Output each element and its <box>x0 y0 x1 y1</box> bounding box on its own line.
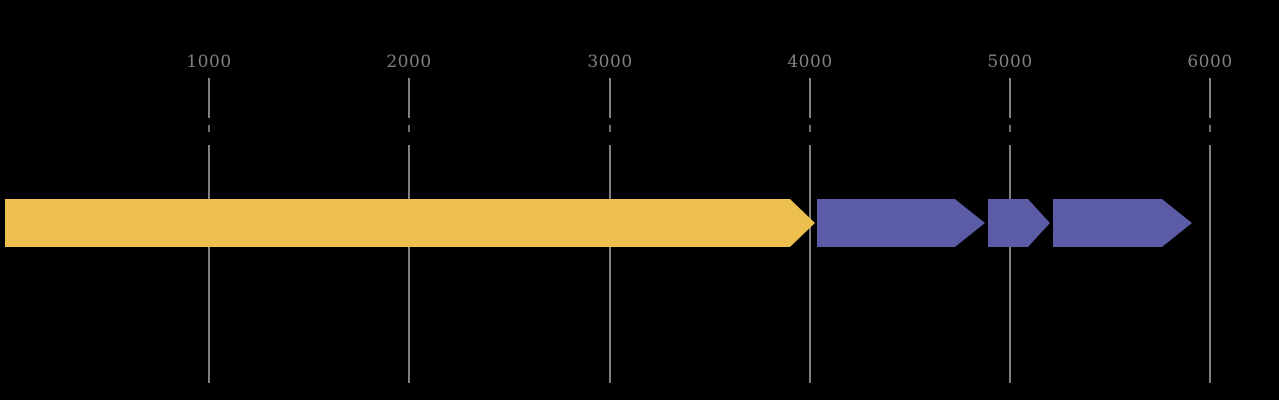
axis-tick-label: 5000 <box>987 52 1033 72</box>
axis-tick-label: 6000 <box>1187 52 1233 72</box>
axis-tick-label: 1000 <box>186 52 232 72</box>
feature-arrow[interactable] <box>817 199 985 247</box>
axis-gridline <box>408 78 410 118</box>
feature-arrow[interactable] <box>5 199 815 247</box>
axis-gridline <box>1009 145 1011 383</box>
axis-gridline <box>609 145 611 383</box>
axis-gridline <box>809 125 811 132</box>
axis-gridline <box>208 78 210 118</box>
axis-gridline <box>809 78 811 118</box>
axis-gridline <box>1209 78 1211 118</box>
axis-gridline <box>1009 78 1011 118</box>
axis-gridline <box>1209 145 1211 383</box>
axis-gridline <box>208 125 210 132</box>
feature-arrow[interactable] <box>988 199 1050 247</box>
axis-tick-label: 3000 <box>587 52 633 72</box>
axis-gridline <box>408 145 410 383</box>
axis-gridline <box>609 125 611 132</box>
axis-gridline <box>1209 125 1211 132</box>
axis-tick-label: 2000 <box>386 52 432 72</box>
axis-gridline <box>609 78 611 118</box>
feature-arrow[interactable] <box>1053 199 1192 247</box>
axis-gridline <box>408 125 410 132</box>
axis-gridline <box>208 145 210 383</box>
axis-tick-label: 4000 <box>787 52 833 72</box>
axis-gridline <box>1009 125 1011 132</box>
axis-gridline <box>809 145 811 383</box>
